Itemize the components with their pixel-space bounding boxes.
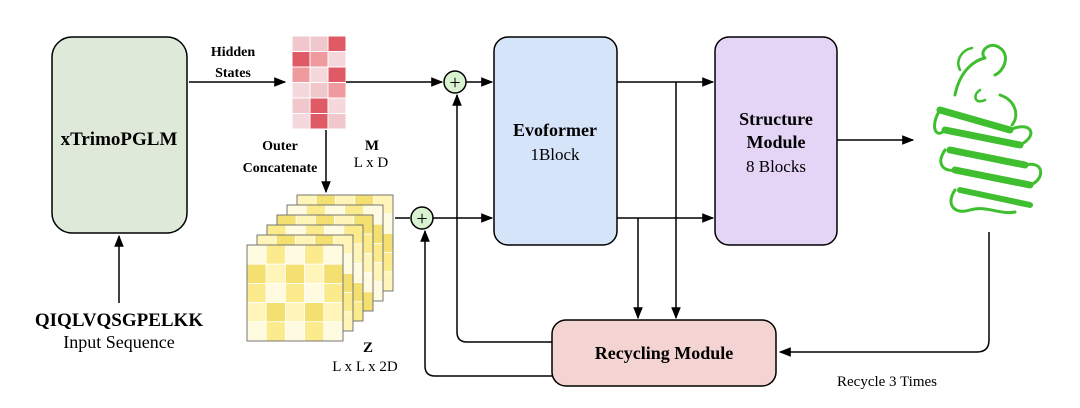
z-matrix-cell (284, 244, 305, 265)
z-matrix-cell (323, 282, 344, 303)
z-matrix-cell (284, 321, 305, 342)
z-matrix-cell (323, 321, 344, 342)
evoformer-title: Evoformer (513, 120, 597, 140)
z-matrix-cell (304, 282, 325, 303)
m-matrix-cell (327, 51, 347, 68)
protein-to-recycling-line (778, 232, 990, 357)
structure-subtitle: 8 Blocks (746, 157, 806, 176)
z-matrix-cell (304, 302, 325, 323)
z-matrix-cell (265, 302, 286, 323)
z-matrix-cell (265, 263, 286, 284)
m-matrix-cell (327, 66, 347, 83)
structure-title-2: Module (746, 132, 805, 152)
z-matrix-cell (284, 302, 305, 323)
outer-concat-label-1: Outer (262, 139, 298, 154)
z-matrix-cell (246, 302, 267, 323)
m-matrix-cell (291, 97, 311, 114)
structure-box (714, 36, 838, 246)
z-label: Z (363, 340, 373, 356)
plm-label: xTrimoPGLM (61, 129, 178, 150)
z-matrix-cell (246, 321, 267, 342)
z-matrix-cell (246, 263, 267, 284)
z-matrix-cell (246, 244, 267, 265)
hidden-states-label-2: States (215, 66, 251, 81)
recycling-label: Recycling Module (595, 343, 733, 363)
protein-structure-image (933, 43, 1043, 215)
z-matrix-cell (304, 263, 325, 284)
z-matrix-cell (284, 282, 305, 303)
recycle-note: Recycle 3 Times (837, 374, 937, 390)
m-matrix-cell (309, 97, 329, 114)
m-matrix-cell (309, 51, 329, 68)
m-matrix-cell (309, 35, 329, 52)
evoformer-subtitle: 1Block (530, 145, 580, 164)
m-matrix-cell (291, 35, 311, 52)
z-dims: L x L x 2D (332, 359, 398, 375)
z-matrix-cell (323, 302, 344, 323)
z-tensor-stack (246, 194, 394, 342)
z-matrix-cell (265, 321, 286, 342)
recycling-to-adder-top (452, 93, 552, 343)
z-matrix-layer (246, 244, 344, 342)
evoformer-box (493, 36, 618, 246)
m-matrix-cell (327, 35, 347, 52)
plm-box (51, 36, 188, 234)
z-matrix-cell (265, 244, 286, 265)
adder-bottom: + (410, 206, 434, 230)
m-matrix-cell (309, 66, 329, 83)
recycling-to-adder-bottom (420, 229, 552, 377)
z-matrix-cell (323, 263, 344, 284)
outer-concat-label-2: Concatenate (243, 161, 318, 176)
m-matrix-cell (291, 113, 311, 130)
recycling-box (551, 319, 777, 387)
z-matrix-cell (265, 282, 286, 303)
m-matrix-cell (327, 82, 347, 99)
input-sequence: QIQLVQSGPELKK (35, 310, 203, 331)
m-matrix-cell (327, 97, 347, 114)
m-dims: L x D (354, 155, 389, 171)
m-matrix-cell (309, 113, 329, 130)
m-matrix-cell (291, 66, 311, 83)
m-matrix (291, 35, 347, 130)
z-matrix-cell (284, 263, 305, 284)
m-matrix-cell (291, 82, 311, 99)
z-matrix-cell (304, 321, 325, 342)
m-matrix-cell (327, 113, 347, 130)
adder-bottom-symbol: + (416, 208, 427, 230)
adder-top-symbol: + (449, 72, 460, 94)
m-matrix-cell (291, 51, 311, 68)
input-sequence-label: Input Sequence (63, 332, 174, 352)
structure-title-1: Structure (739, 109, 813, 129)
adder-top: + (443, 70, 467, 94)
m-label: M (365, 138, 379, 154)
hidden-states-label-1: Hidden (211, 45, 256, 60)
z-matrix-cell (304, 244, 325, 265)
z-matrix-cell (323, 244, 344, 265)
m-matrix-cell (309, 82, 329, 99)
z-matrix-cell (246, 282, 267, 303)
